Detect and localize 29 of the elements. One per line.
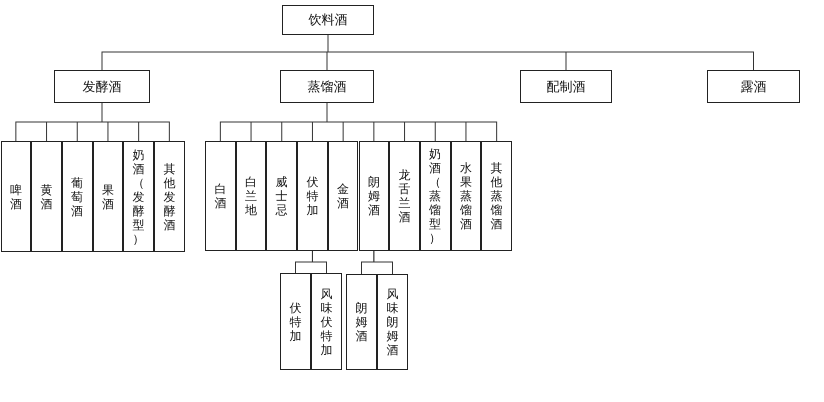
- connector-line: [326, 102, 498, 142]
- connector-line: [102, 102, 170, 142]
- category-box: 伏特加: [297, 141, 328, 251]
- category-box: 水果蒸馏酒: [450, 141, 482, 251]
- category-box: 葡萄酒: [62, 141, 93, 252]
- category-box: 黄酒: [31, 141, 62, 252]
- category-box: 奶酒（蒸馏型）: [420, 141, 451, 251]
- category-box: 蒸馏酒: [280, 70, 374, 103]
- category-box: 伏特加: [280, 273, 311, 370]
- connector-line: [373, 250, 393, 274]
- category-box: 金酒: [328, 141, 358, 251]
- category-box: 配制酒: [520, 70, 612, 103]
- category-box: 其他蒸馏酒: [481, 141, 512, 251]
- category-box: 朗姆酒: [346, 274, 377, 370]
- connector-line: [312, 250, 327, 274]
- category-box: 白酒: [205, 141, 236, 251]
- category-box: 白兰地: [236, 141, 266, 251]
- category-box: 威士忌: [266, 141, 298, 251]
- category-box: 朗姆酒: [358, 141, 390, 251]
- category-box: 风味朗姆酒: [377, 274, 408, 370]
- category-box: 啤酒: [0, 141, 32, 252]
- category-box: 饮料酒: [282, 5, 374, 35]
- category-box: 发酵酒: [54, 70, 150, 103]
- category-box: 龙舌兰酒: [389, 141, 420, 251]
- category-box: 风味伏特加: [311, 273, 342, 370]
- category-box: 果酒: [92, 141, 124, 252]
- category-box: 露酒: [707, 70, 800, 103]
- category-box: 其他发酵酒: [154, 141, 185, 252]
- category-box: 奶酒（发酵型）: [123, 141, 154, 252]
